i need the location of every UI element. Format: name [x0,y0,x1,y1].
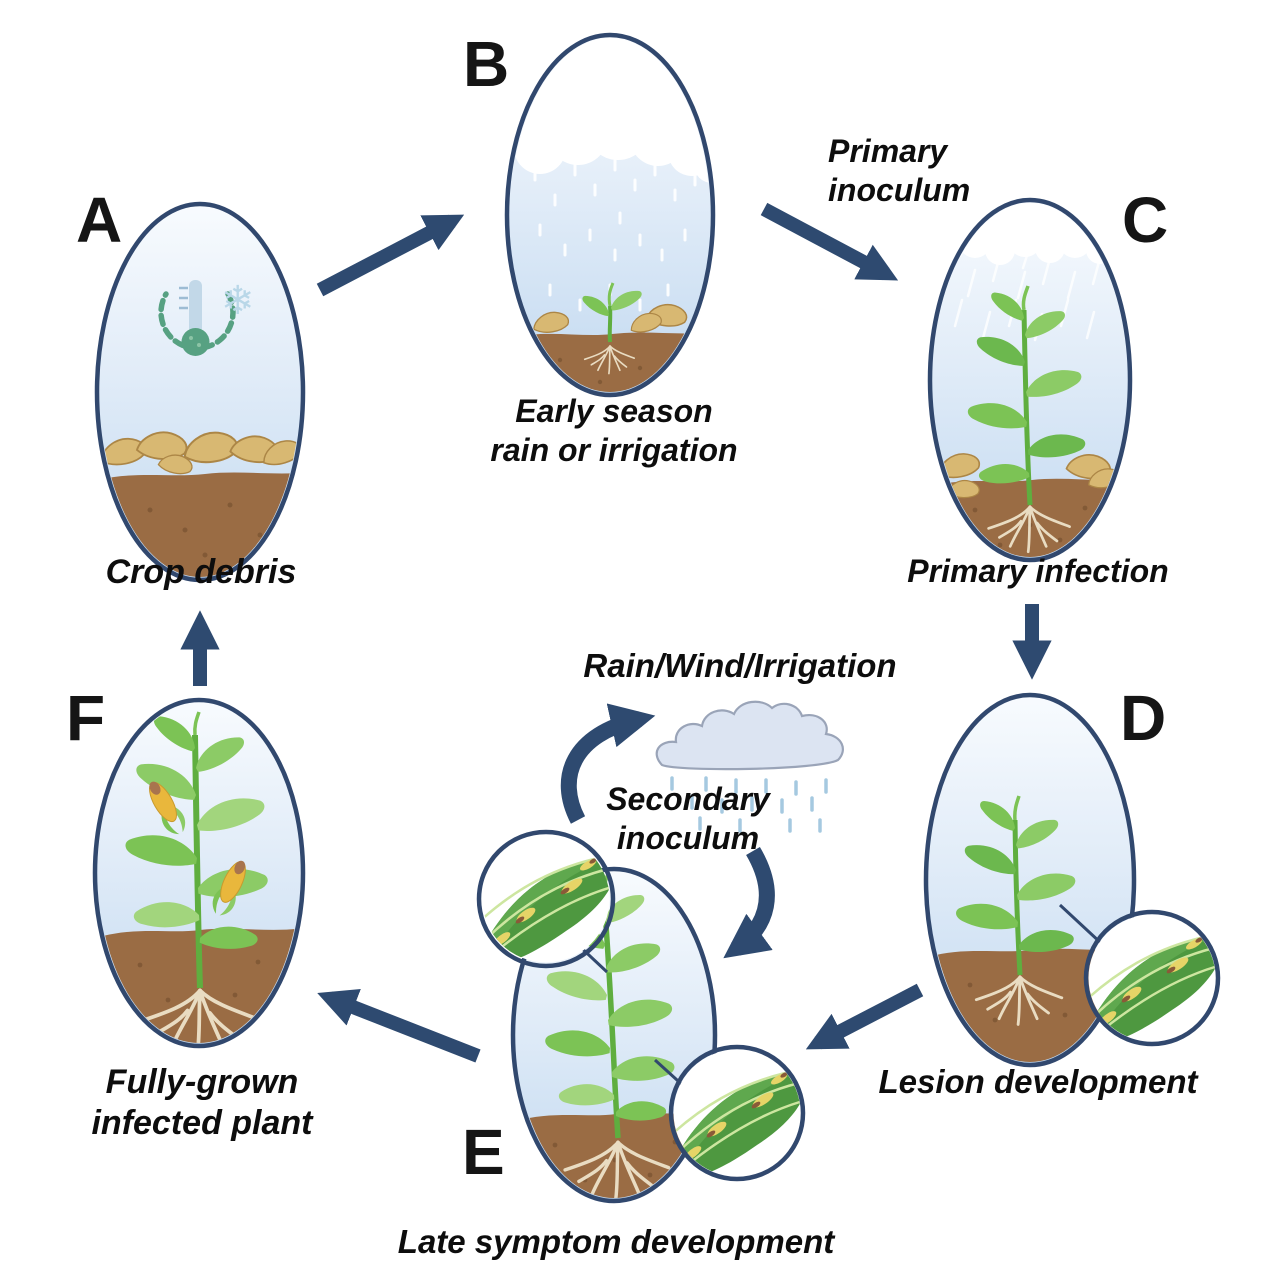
stage-e-oval [476,829,808,1204]
stage-c-letter: C [1122,184,1169,256]
stage-a-oval: ❄ [94,201,306,583]
mature-corn-plant [123,710,269,989]
lesion-magnifier [667,1044,808,1182]
stage-f-letter: F [66,682,106,754]
raindrops [670,776,828,833]
stage-f-oval [92,697,306,1049]
arrow-a-to-b [316,214,465,297]
stage-c-label: Primary infection [907,553,1169,589]
snowflake-icon: ❄ [221,278,255,324]
arrow-b-to-c [760,202,899,281]
stage-b-letter: B [463,28,510,100]
stage-e-label: Late symptom development [397,1223,835,1260]
stage-f-label: Fully-grown infected plant [91,1063,313,1143]
stage-b-oval [504,32,716,398]
primary-inoculum-label: Primary inoculum [828,133,971,209]
arrow-d-to-e [805,983,924,1050]
arrow-cloud-to-plant [723,846,775,959]
stage-d-letter: D [1120,682,1167,754]
stage-e-letter: E [462,1116,505,1188]
callout-line [1058,903,1104,946]
stage-b-label: Early season rain or irrigation [490,393,738,469]
stage-d-label: Lesion development [878,1063,1198,1100]
stage-c-oval [927,197,1133,563]
thermometer-icon [179,280,210,356]
young-corn-plant [966,285,1087,506]
stage-d-oval [923,692,1223,1068]
arrow-e-to-f [317,989,481,1063]
rain-cloud-icon [655,700,844,833]
stage-a-letter: A [76,184,123,256]
young-corn-plant [954,795,1078,976]
rain-wind-irrigation-label: Rain/Wind/Irrigation [583,647,897,684]
secondary-inoculum-label: Secondary inoculum [606,781,770,857]
lesion-magnifier [476,829,617,969]
arrow-lesions-to-cloud [560,703,656,824]
stage-a-label: Crop debris [105,553,297,591]
overwinter-temperature-icon: ❄ [158,278,255,356]
seedling [579,282,645,343]
lesion-magnifier [1082,909,1223,1047]
